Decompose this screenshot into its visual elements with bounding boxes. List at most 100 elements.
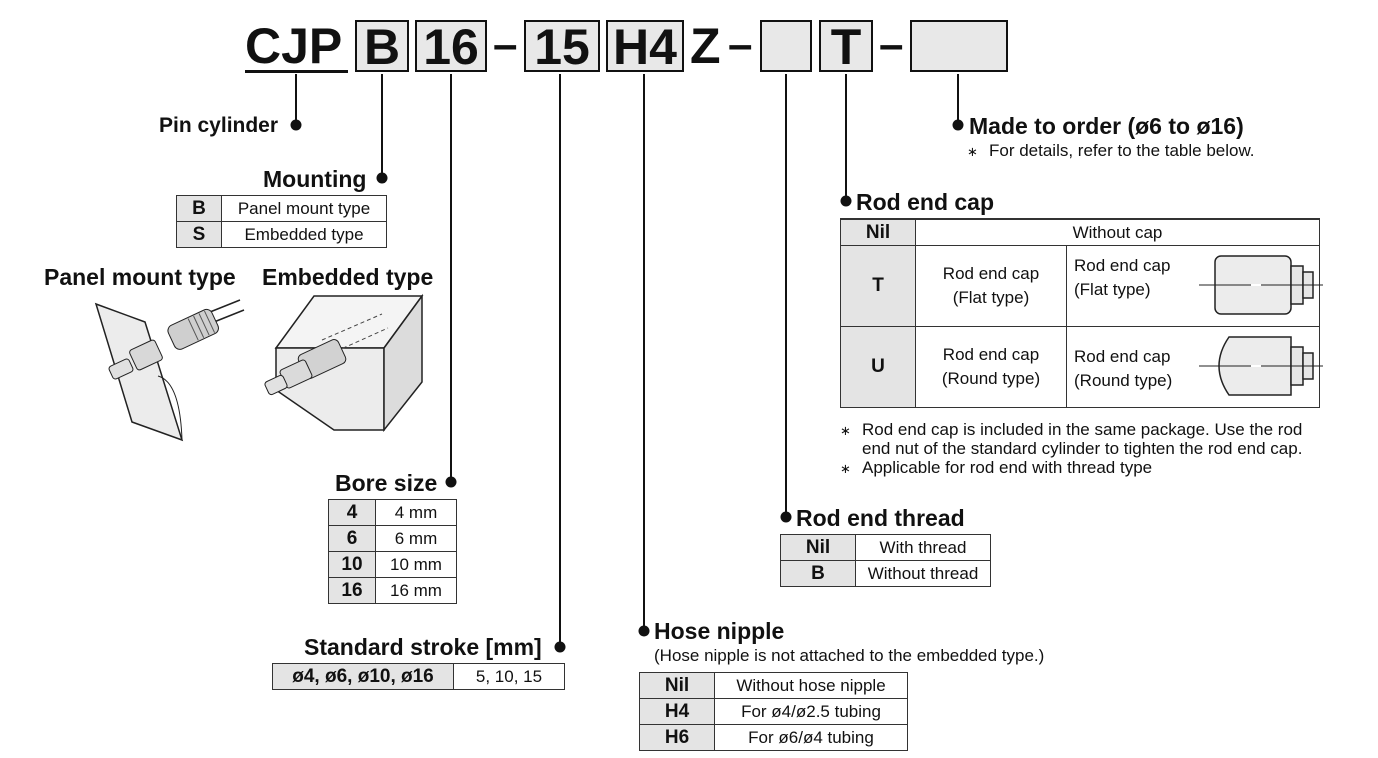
stroke-dot <box>554 641 566 653</box>
pin-cylinder-title: Pin cylinder <box>159 114 279 137</box>
bore-desc: 6 mm <box>375 525 457 552</box>
bore-code: 6 <box>328 525 376 552</box>
table-row: 6 6 mm <box>328 525 457 552</box>
cap-note-2: ∗ Applicable for rod end with thread type <box>840 458 1152 478</box>
cap-figure-label-line2: (Round type) <box>1074 371 1173 390</box>
rod-end-thread-title: Rod end thread <box>796 505 965 531</box>
made-to-order-title: Made to order (ø6 to ø16) <box>969 113 1244 139</box>
cap-figure-cell: Rod end cap (Flat type) <box>1066 245 1323 327</box>
cap-name-line1: Rod end cap <box>942 345 1040 364</box>
mounting-table: B Panel mount type S Embedded type <box>176 195 387 248</box>
bore-size-table: 4 4 mm 6 6 mm 10 10 mm 16 16 mm <box>328 499 457 604</box>
table-row: 10 10 mm <box>328 551 457 578</box>
table-row: S Embedded type <box>176 221 387 248</box>
code-dash-2: – <box>728 20 753 69</box>
code-box-bore: 16 <box>415 20 487 72</box>
table-row: B Panel mount type <box>176 195 387 222</box>
stroke-bores: ø4, ø6, ø10, ø16 <box>272 663 454 690</box>
bore-code: 16 <box>328 577 376 604</box>
round-cap-icon <box>1199 336 1323 396</box>
bore-desc: 10 mm <box>375 551 457 578</box>
rod-end-cap-table: Nil Without cap T Rod end cap (Flat type… <box>840 218 1323 408</box>
bore-code: 4 <box>328 499 376 526</box>
thread-code: Nil <box>780 534 856 561</box>
model-code-prefix: CJP <box>245 18 343 74</box>
stroke-values: 5, 10, 15 <box>453 663 565 690</box>
table-row: Nil With thread <box>780 534 991 561</box>
code-dash-3: – <box>879 20 904 69</box>
nipple-code: H6 <box>639 724 715 751</box>
hose-nipple-table: Nil Without hose nipple H4 For ø4/ø2.5 t… <box>639 672 908 751</box>
table-row: U Rod end cap (Round type) Rod end cap (… <box>840 326 1323 408</box>
nipple-desc: For ø4/ø2.5 tubing <box>714 698 908 725</box>
code-dash-1: – <box>493 20 518 69</box>
cap-code: U <box>840 326 916 408</box>
table-row: ø4, ø6, ø10, ø16 5, 10, 15 <box>272 663 565 690</box>
panel-mount-illustration <box>94 299 245 442</box>
table-row: H6 For ø6/ø4 tubing <box>639 724 908 751</box>
nipple-desc: Without hose nipple <box>714 672 908 699</box>
cap-note-2-text: Applicable for rod end with thread type <box>862 458 1153 477</box>
mounting-desc: Panel mount type <box>221 195 387 222</box>
bore-desc: 16 mm <box>375 577 457 604</box>
cap-figure-label: Rod end cap (Flat type) <box>1074 254 1170 302</box>
cap-note-1a: Rod end cap is included in the same pack… <box>862 420 1303 439</box>
made-to-order-note-text: For details, refer to the table below. <box>989 141 1255 160</box>
mounting-dot <box>376 172 388 184</box>
table-row: Nil Without cap <box>840 218 1320 246</box>
mounting-code: S <box>176 221 222 248</box>
mounting-title: Mounting <box>263 166 367 192</box>
prefix-underline <box>245 70 348 73</box>
cap-code: Nil <box>840 218 916 246</box>
cap-name-line2: (Flat type) <box>952 288 1030 307</box>
cap-figure-label: Rod end cap (Round type) <box>1074 345 1172 393</box>
code-box-stroke: 15 <box>524 20 600 72</box>
mounting-code: B <box>176 195 222 222</box>
note-mark: ∗ <box>840 423 851 438</box>
standard-stroke-table: ø4, ø6, ø10, ø16 5, 10, 15 <box>272 663 565 690</box>
nipple-code: Nil <box>639 672 715 699</box>
rod-end-cap-title: Rod end cap <box>856 189 995 215</box>
table-row: Nil Without hose nipple <box>639 672 908 699</box>
note-mark: ∗ <box>840 461 851 476</box>
thread-code: B <box>780 560 856 587</box>
thread-desc: With thread <box>855 534 991 561</box>
embedded-illustration <box>264 293 424 433</box>
table-row: T Rod end cap (Flat type) Rod end cap (F… <box>840 245 1323 327</box>
hose-nipple-subtitle: (Hose nipple is not attached to the embe… <box>654 646 1045 665</box>
cap-note-1b: end nut of the standard cylinder to tigh… <box>862 439 1303 458</box>
nipple-code: H4 <box>639 698 715 725</box>
bore-size-title: Bore size <box>335 470 438 496</box>
embedded-label: Embedded type <box>262 264 434 290</box>
bore-code: 10 <box>328 551 376 578</box>
cap-figure-label-line1: Rod end cap <box>1074 347 1171 366</box>
cap-figure-cell: Rod end cap (Round type) <box>1066 326 1323 408</box>
cap-name-line1: Rod end cap <box>942 264 1040 283</box>
hose-nipple-title: Hose nipple <box>654 618 785 644</box>
table-row: 16 16 mm <box>328 577 457 604</box>
flat-cap-icon <box>1199 255 1323 315</box>
standard-stroke-title: Standard stroke [mm] <box>304 634 542 660</box>
cap-desc: Without cap <box>915 218 1320 246</box>
table-row: B Without thread <box>780 560 991 587</box>
table-row: 4 4 mm <box>328 499 457 526</box>
nipple-dot <box>638 625 650 637</box>
code-box-cap: T <box>819 20 873 72</box>
cap-name: Rod end cap (Flat type) <box>915 245 1067 327</box>
code-box-order <box>910 20 1008 72</box>
made-to-order-note: ∗For details, refer to the table below. <box>967 141 1255 161</box>
pin-cylinder-dot <box>290 119 302 131</box>
bore-dot <box>445 476 457 488</box>
cap-note-1: ∗ Rod end cap is included in the same pac… <box>840 420 1302 440</box>
model-code-suffix: Z <box>690 18 721 74</box>
bore-desc: 4 mm <box>375 499 457 526</box>
cap-figure-label-line1: Rod end cap <box>1074 256 1171 275</box>
cap-name: Rod end cap (Round type) <box>915 326 1067 408</box>
code-box-nipple: H4 <box>606 20 684 72</box>
cap-code: T <box>840 245 916 327</box>
order-dot <box>952 119 964 131</box>
code-box-mounting: B <box>355 20 409 72</box>
nipple-desc: For ø6/ø4 tubing <box>714 724 908 751</box>
panel-mount-label: Panel mount type <box>44 264 236 290</box>
code-box-thread <box>760 20 812 72</box>
